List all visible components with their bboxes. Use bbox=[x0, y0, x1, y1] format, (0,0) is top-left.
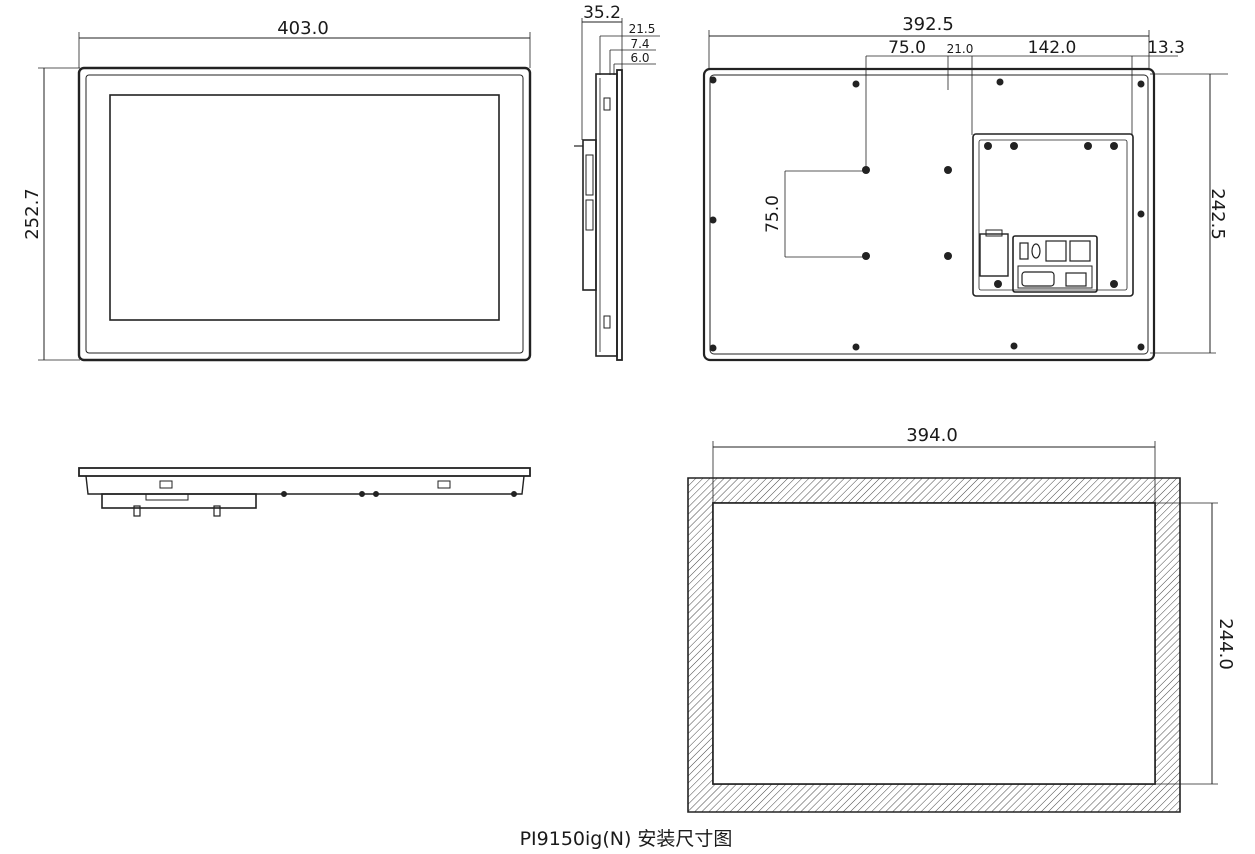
drawing-caption: PI9150ig(N) 安装尺寸图 bbox=[520, 828, 733, 850]
front-view bbox=[38, 32, 532, 362]
rear-hole-spacing-x-label: 75.0 bbox=[888, 38, 926, 58]
front-height-label: 252.7 bbox=[22, 188, 43, 240]
bottom-view bbox=[78, 467, 531, 517]
side-view bbox=[574, 18, 660, 361]
cutout-view bbox=[687, 441, 1218, 813]
rear-mounting-holes bbox=[709, 76, 1145, 352]
rear-hole-spacing-y-label: 75.0 bbox=[763, 195, 783, 233]
front-width-label: 403.0 bbox=[277, 18, 329, 39]
rear-height-label: 242.5 bbox=[1207, 188, 1228, 240]
rear-view bbox=[702, 30, 1228, 362]
rear-edge-margin-label: 13.3 bbox=[1147, 38, 1185, 58]
rear-width-label: 392.5 bbox=[902, 14, 954, 35]
side-dim-3-label: 6.0 bbox=[630, 51, 649, 65]
cutout-height-label: 244.0 bbox=[1215, 618, 1236, 670]
side-depth-label: 35.2 bbox=[583, 3, 621, 23]
rear-hole-to-edge-label: 142.0 bbox=[1028, 38, 1077, 58]
side-dim-2-label: 7.4 bbox=[630, 37, 649, 51]
rear-hole-offset-label: 21.0 bbox=[947, 42, 974, 56]
cutout-width-label: 394.0 bbox=[906, 425, 958, 446]
side-dim-1-label: 21.5 bbox=[629, 22, 656, 36]
